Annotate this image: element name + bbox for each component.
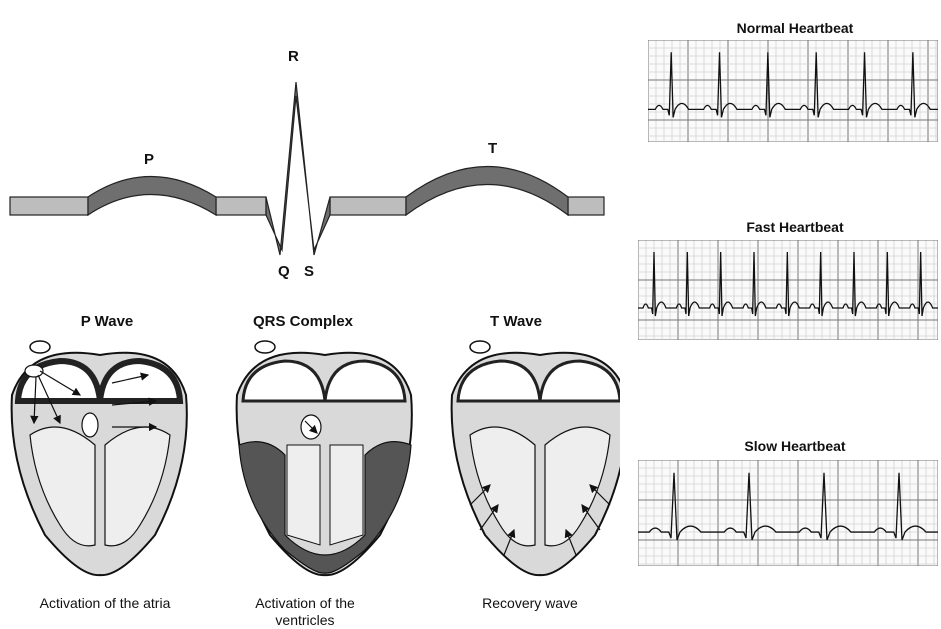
ecg-strip-fast: [638, 240, 938, 340]
q-wave-label: Q: [278, 263, 290, 280]
r-wave-label: R: [288, 48, 299, 65]
p-wave-label: P: [144, 151, 154, 168]
caption-t-wave: Recovery wave: [455, 595, 605, 612]
caption-qrs-complex: Activation of the ventricles: [240, 595, 370, 629]
ecg-strip-normal: [648, 40, 938, 142]
heart-p-wave: [12, 341, 187, 575]
ecg-waveform-diagram: [0, 40, 620, 280]
heart-qrs-complex: [237, 341, 412, 575]
panel-title-t-wave: T Wave: [431, 313, 601, 330]
t-wave-label: T: [488, 140, 497, 157]
strip-title-fast: Fast Heartbeat: [645, 219, 941, 235]
strip-title-normal: Normal Heartbeat: [645, 20, 941, 36]
panel-title-qrs-complex: QRS Complex: [218, 313, 388, 330]
strip-title-slow: Slow Heartbeat: [645, 438, 941, 454]
caption-p-wave: Activation of the atria: [0, 595, 210, 612]
heart-illustrations: [0, 335, 620, 580]
s-wave-label: S: [304, 263, 314, 280]
heart-t-wave: [452, 341, 620, 575]
ecg-grid-background: [648, 40, 938, 142]
ecg-strip-slow: [638, 460, 938, 566]
panel-title-p-wave: P Wave: [22, 313, 192, 330]
